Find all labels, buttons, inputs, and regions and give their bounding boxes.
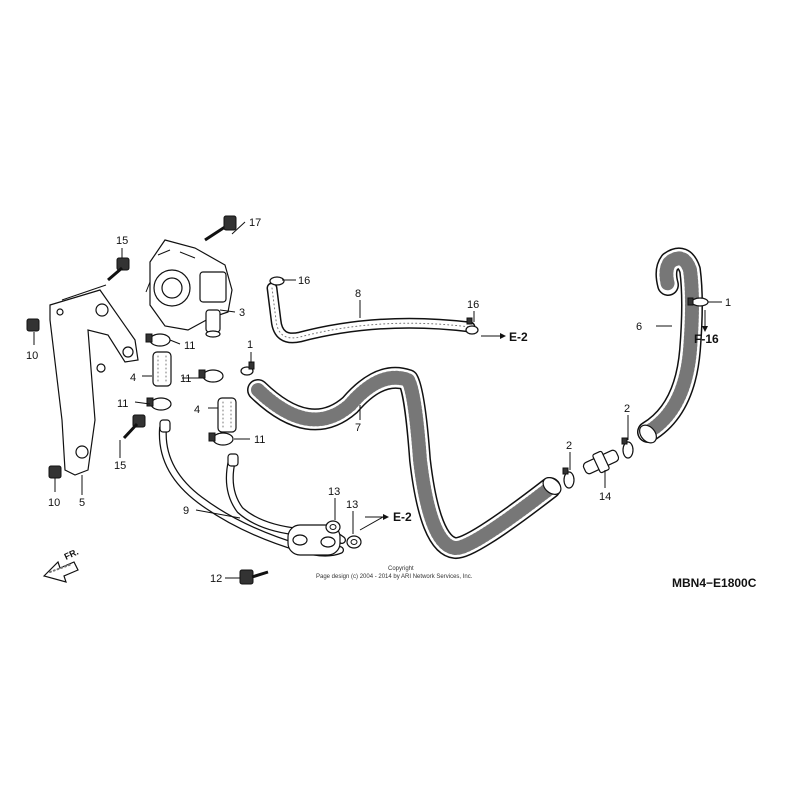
callout-11-d[interactable]: 11 — [254, 434, 265, 446]
leader-lines — [33, 221, 722, 579]
bolt-12[interactable] — [239, 569, 269, 585]
pipe-9[interactable] — [158, 419, 346, 557]
callout-11-b[interactable]: 11 — [180, 373, 191, 385]
nut-10-upper[interactable] — [26, 318, 40, 332]
callout-2-right[interactable]: 2 — [624, 403, 630, 415]
nut-10-lower[interactable] — [48, 465, 62, 479]
clip-1-left[interactable] — [240, 361, 255, 376]
callout-15-upper[interactable]: 15 — [116, 235, 128, 247]
bolt-15-lower[interactable] — [122, 414, 146, 440]
clip-2-left[interactable] — [562, 467, 575, 489]
diagram-code: MBN4−E1800C — [672, 576, 757, 590]
hose-8[interactable] — [266, 282, 476, 344]
ref-e2-lower[interactable]: E-2 — [393, 510, 412, 524]
front-label: FR. — [63, 547, 80, 562]
clip-2-right[interactable] — [621, 437, 634, 459]
arrow-f16 — [702, 326, 708, 332]
clamp-11-d[interactable] — [208, 432, 234, 446]
callout-16-right[interactable]: 16 — [467, 299, 479, 311]
callout-1-right[interactable]: 1 — [725, 297, 731, 309]
hose-6[interactable] — [637, 247, 703, 443]
gasket-13-left[interactable] — [325, 520, 341, 534]
callout-6[interactable]: 6 — [636, 321, 642, 333]
callout-16-left[interactable]: 16 — [298, 275, 310, 287]
clamp-11-a[interactable] — [145, 333, 171, 347]
bolt-17[interactable] — [204, 215, 237, 242]
callout-1-left[interactable]: 1 — [247, 339, 253, 351]
callout-10-upper[interactable]: 10 — [26, 350, 38, 362]
callout-15-lower[interactable]: 15 — [114, 460, 126, 472]
ref-e2-upper[interactable]: E-2 — [509, 330, 528, 344]
clamp-11-c[interactable] — [146, 397, 172, 411]
callout-11-a[interactable]: 11 — [184, 340, 195, 352]
callout-10-lower[interactable]: 10 — [48, 497, 60, 509]
callout-14[interactable]: 14 — [599, 491, 611, 503]
callout-9[interactable]: 9 — [183, 505, 189, 517]
bolt-15-upper[interactable] — [107, 257, 130, 282]
hose-7-end-cap — [542, 477, 562, 495]
callout-13-left[interactable]: 13 — [328, 486, 340, 498]
gasket-13-right[interactable] — [346, 535, 362, 549]
bracket-5[interactable] — [49, 289, 139, 476]
arrow-e2-lower — [383, 514, 389, 520]
valve-3[interactable] — [145, 239, 233, 338]
clip-1-right[interactable] — [687, 297, 709, 307]
front-arrow — [42, 560, 79, 583]
arrow-e2-upper — [500, 333, 506, 339]
clip-16-right[interactable] — [465, 317, 479, 335]
callout-7[interactable]: 7 — [355, 422, 361, 434]
callout-2-left[interactable]: 2 — [566, 440, 572, 452]
callout-11-c[interactable]: 11 — [117, 398, 128, 410]
copyright-line-2: Page design (c) 2004 - 2014 by ARI Netwo… — [316, 574, 473, 580]
clip-16-left[interactable] — [269, 276, 285, 286]
hose-4-right[interactable] — [217, 397, 237, 433]
callout-12[interactable]: 12 — [210, 573, 222, 585]
callout-8[interactable]: 8 — [355, 288, 361, 300]
callout-4-left[interactable]: 4 — [130, 372, 136, 384]
callout-5[interactable]: 5 — [79, 497, 85, 509]
copyright-line-1: Copyright — [388, 566, 414, 572]
callout-3[interactable]: 3 — [239, 307, 245, 319]
hose-6-end-cap — [639, 424, 657, 444]
clamp-11-b[interactable] — [198, 369, 224, 383]
hose-4-left[interactable] — [152, 351, 172, 387]
callout-13-right[interactable]: 13 — [346, 499, 358, 511]
ref-f16[interactable]: F-16 — [694, 332, 719, 346]
hose-7[interactable] — [247, 366, 561, 559]
joint-14[interactable] — [582, 449, 620, 475]
callout-4-right[interactable]: 4 — [194, 404, 200, 416]
callout-17[interactable]: 17 — [249, 217, 261, 229]
